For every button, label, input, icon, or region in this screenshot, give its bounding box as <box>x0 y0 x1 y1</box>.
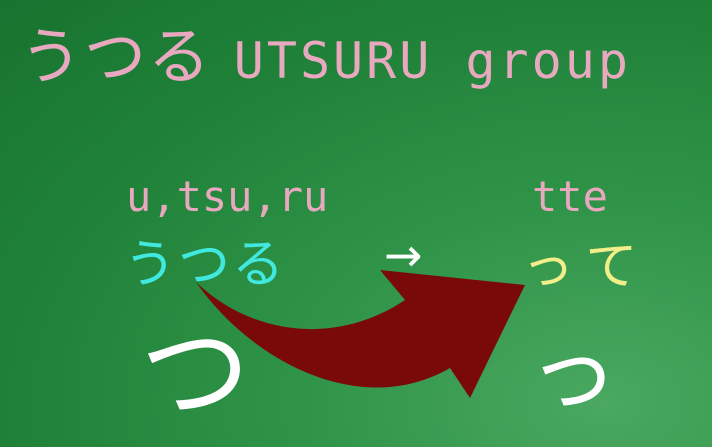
right-arrow-icon: → <box>384 228 423 282</box>
big-char-left: つ <box>140 309 250 437</box>
romaji-right: tte <box>532 172 608 221</box>
big-char-right: っ <box>528 320 618 425</box>
kana-right: って <box>522 237 652 297</box>
romaji-left: u,tsu,ru <box>126 172 329 221</box>
title-latin: UTSURU group <box>233 32 631 90</box>
title-kana: うつる <box>20 20 213 93</box>
kana-left: うつる <box>124 235 287 295</box>
page-title: うつる UTSURU group <box>20 6 631 96</box>
